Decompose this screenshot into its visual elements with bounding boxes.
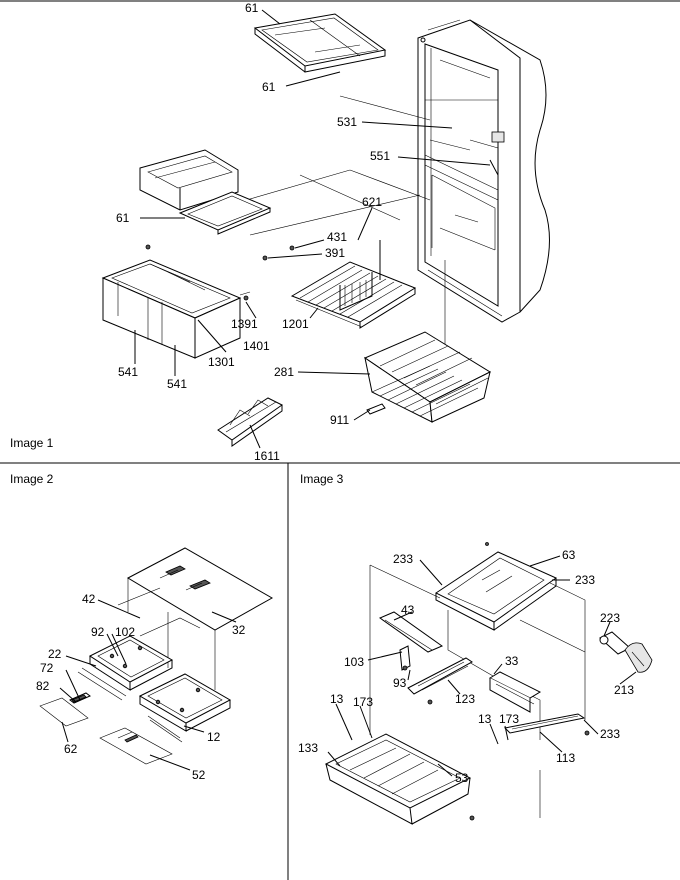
rails-and-covers [39,667,183,765]
callout-61-second: 61 [262,80,276,94]
callout-62: 62 [64,742,78,756]
callout-61-crisper: 61 [116,211,130,225]
callout-233-top: 233 [393,552,413,566]
callout-223: 223 [600,611,620,625]
callout-13-left: 13 [330,692,344,706]
callout-133: 133 [298,741,318,755]
callout-13-right: 13 [478,712,492,726]
callout-213: 213 [614,683,634,697]
image2-callouts: 42 92 102 22 72 82 62 32 12 52 [36,592,246,782]
image3-callouts: 233 63 233 43 223 103 93 33 123 213 13 1… [298,548,634,785]
deli-drawer [139,149,239,211]
glass-cover [126,547,274,631]
slide-rail-123 [407,657,473,705]
image3-leaders [327,555,637,777]
callout-93: 93 [393,676,407,690]
control-knob [599,631,653,673]
callout-82: 82 [36,679,50,693]
callout-551: 551 [370,149,390,163]
callout-63: 63 [562,548,576,562]
callout-173-left: 173 [353,695,373,709]
callout-102: 102 [115,625,135,639]
top-glass-shelves [253,13,387,73]
callout-281: 281 [274,365,294,379]
slide-rail-113 [503,713,590,736]
callout-1201: 1201 [282,317,309,331]
wire-basket [363,331,492,423]
crisper-drawers [101,244,249,359]
image1-caption: Image 1 [10,436,54,450]
image2-caption: Image 2 [10,472,54,486]
callout-123: 123 [455,692,475,706]
slide-rail-33 [488,671,542,713]
callout-1301: 1301 [208,355,235,369]
callout-32: 32 [232,623,246,637]
glass-shelf-assembly [435,542,558,631]
callout-61-top: 61 [245,1,259,15]
leader-guides-image1 [194,95,446,355]
bracket [399,645,411,671]
image2-leaders [59,599,237,771]
callout-1401: 1401 [243,339,270,353]
callout-531: 531 [337,115,357,129]
callout-173-right: 173 [499,712,519,726]
callout-52: 52 [192,768,206,782]
callout-12: 12 [207,730,221,744]
callout-1391: 1391 [231,317,258,331]
callout-72: 72 [40,661,54,675]
crisper-glass-shelf [178,191,272,235]
image3-drawing: Image 3 [298,472,653,825]
basket-rod [366,403,386,415]
left-rail [378,611,444,653]
callout-43: 43 [401,603,415,617]
callout-103: 103 [344,655,364,669]
refrigerator-cabinet [417,19,550,323]
image1-callouts: 61 61 531 551 61 621 431 391 1201 1391 1… [116,1,390,463]
callout-541-left: 541 [118,365,138,379]
callout-113: 113 [556,751,575,765]
callout-911: 911 [330,413,349,427]
image3-caption: Image 3 [300,472,344,486]
wire-shelf [262,240,417,329]
callout-621: 621 [362,195,382,209]
drawer-133 [324,733,475,825]
callout-541-right: 541 [167,377,187,391]
image2-drawing: Image 2 [10,472,274,782]
callout-92: 92 [91,625,105,639]
callout-22: 22 [48,647,62,661]
image1-drawing: 61 61 531 551 61 621 431 391 1201 1391 1… [10,1,550,463]
callout-431: 431 [327,230,347,244]
wine-rack [217,397,283,447]
callout-391: 391 [325,246,345,260]
callout-42: 42 [82,592,96,606]
callout-233-right: 233 [575,573,595,587]
callout-33: 33 [505,654,519,668]
callout-53: 53 [455,771,469,785]
left-pan [88,635,174,691]
callout-1611: 1611 [254,449,280,463]
callout-233-bottom: 233 [600,727,620,741]
image1-leaders [134,9,491,449]
